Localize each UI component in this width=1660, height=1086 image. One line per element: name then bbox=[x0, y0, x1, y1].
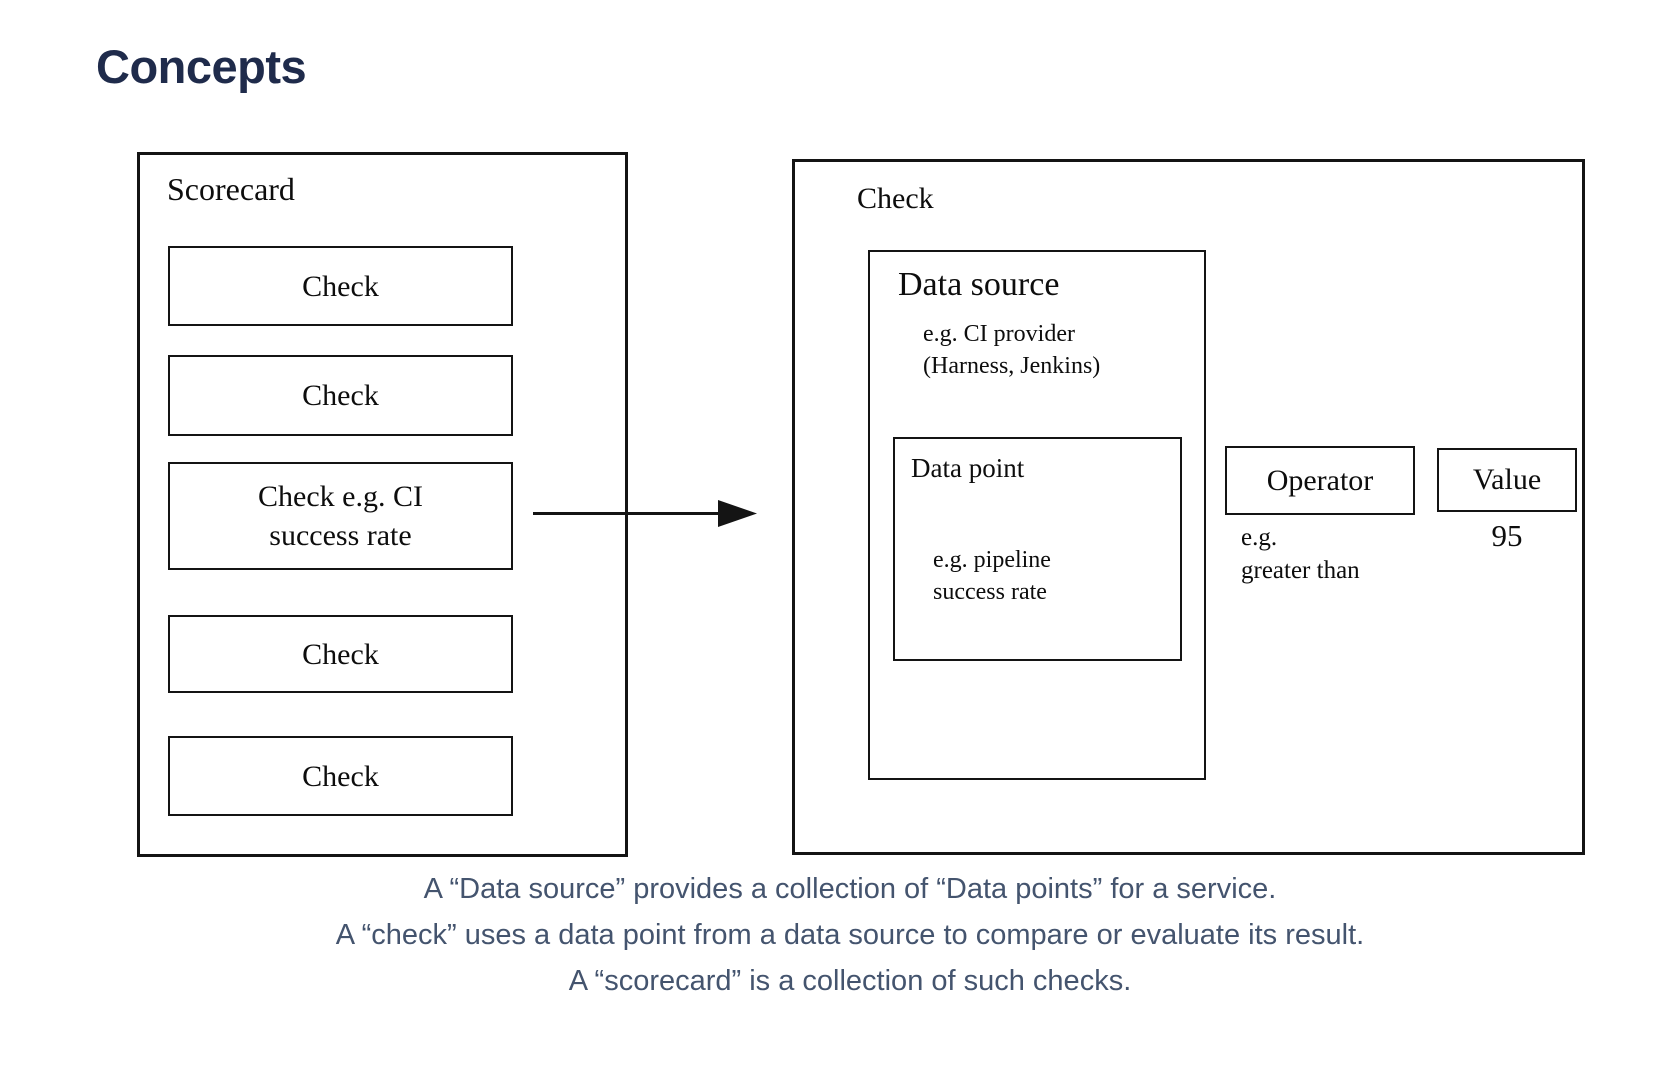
data-point-box: Data point e.g. pipeline success rate bbox=[893, 437, 1182, 661]
page-title: Concepts bbox=[96, 40, 307, 94]
check-detail-label: Check bbox=[857, 182, 934, 215]
caption-line-1: A “Data source” provides a collection of… bbox=[423, 873, 1277, 905]
scorecard-check-4: Check bbox=[168, 615, 513, 693]
scorecard-label: Scorecard bbox=[167, 171, 295, 207]
value-label: Value bbox=[1472, 463, 1542, 496]
scorecard-box: Scorecard Check Check Check e.g. CI succ… bbox=[137, 152, 628, 857]
operator-box: Operator bbox=[1225, 446, 1415, 515]
scorecard-check-ci-success-rate: Check e.g. CI success rate bbox=[168, 462, 513, 570]
value-box: Value bbox=[1437, 448, 1577, 512]
scorecard-check-5: Check bbox=[168, 736, 513, 816]
data-point-label: Data point bbox=[911, 453, 1025, 483]
check-detail-box: Check Data source e.g. CI provider (Harn… bbox=[792, 159, 1585, 855]
data-point-example: e.g. pipeline success rate bbox=[933, 547, 1051, 606]
scorecard-check-2: Check bbox=[168, 355, 513, 436]
caption-line-2: A “check” uses a data point from a data … bbox=[335, 919, 1365, 951]
operator-label: Operator bbox=[1266, 463, 1374, 497]
data-source-example: e.g. CI provider (Harness, Jenkins) bbox=[923, 321, 1101, 380]
arrow-icon bbox=[533, 500, 758, 527]
caption: A “Data source” provides a collection of… bbox=[0, 866, 1660, 1004]
operator-example: e.g. greater than bbox=[1241, 524, 1360, 584]
value-example: 95 bbox=[1491, 518, 1523, 553]
scorecard-check-1: Check bbox=[168, 246, 513, 326]
data-source-label: Data source bbox=[898, 266, 1060, 303]
data-source-box: Data source e.g. CI provider (Harness, J… bbox=[868, 250, 1206, 780]
caption-line-3: A “scorecard” is a collection of such ch… bbox=[568, 965, 1132, 997]
